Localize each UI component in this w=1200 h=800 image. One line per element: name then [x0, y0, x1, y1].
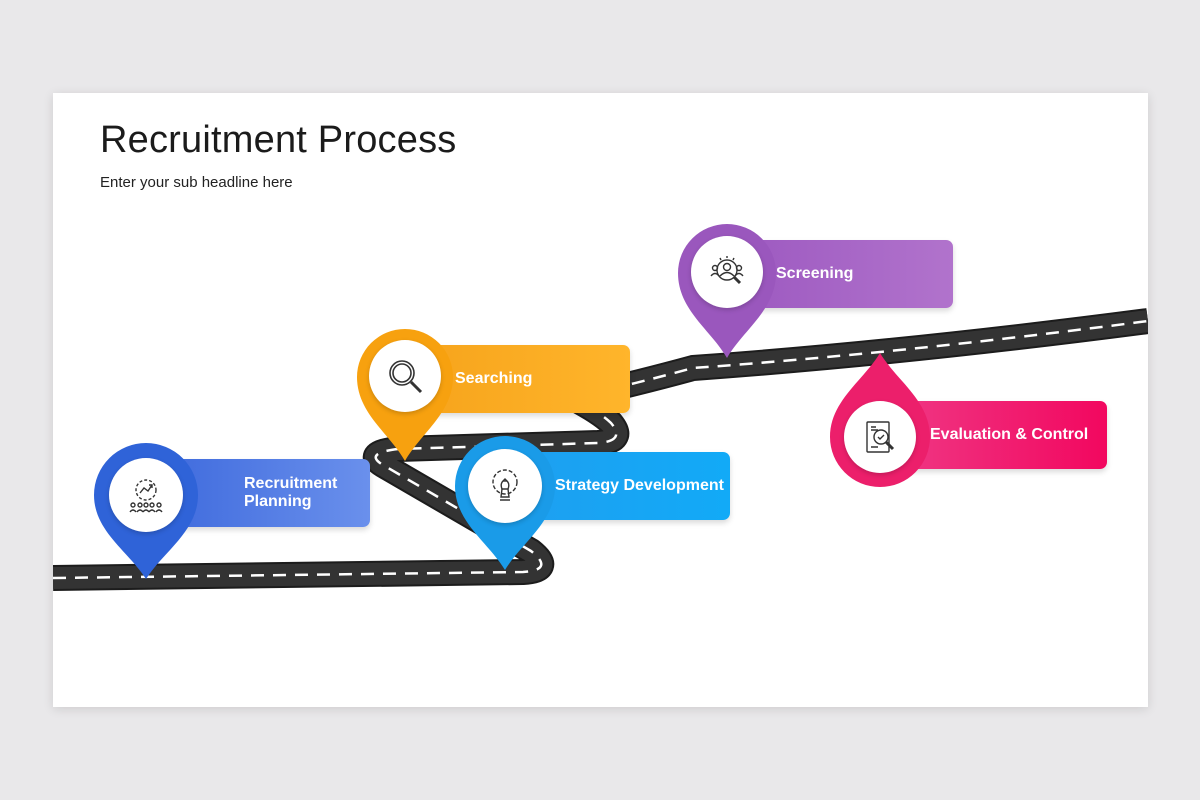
slide: Recruitment Process Enter your sub headl… [53, 93, 1148, 707]
step-title: Recruitment Planning [244, 475, 338, 510]
step-title: Screening [776, 265, 854, 282]
step-label-recruitment-planning: Recruitment Planning [148, 459, 370, 527]
chess-gear-icon [468, 449, 542, 523]
slide-title: Recruitment Process [100, 119, 457, 161]
person-search-icon [691, 236, 763, 308]
team-planning-icon [109, 458, 183, 532]
pin-strategy-development [455, 436, 555, 572]
step-title: Evaluation & Control [930, 426, 1089, 443]
step-title: Strategy Development [555, 477, 724, 494]
pin-screening [678, 224, 776, 360]
magnifier-icon [369, 340, 441, 412]
pin-evaluation-control [830, 351, 930, 487]
pin-recruitment-planning [94, 443, 198, 581]
pin-searching [357, 329, 453, 463]
slide-subtitle: Enter your sub headline here [100, 174, 293, 191]
document-check-icon [844, 401, 916, 473]
step-title: Searching [455, 370, 533, 387]
